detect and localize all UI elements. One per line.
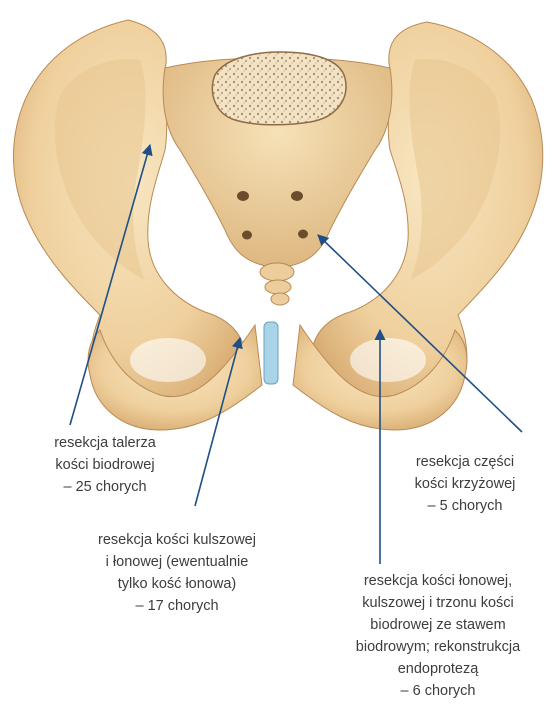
- label-line: resekcja kości kulszowej: [62, 529, 292, 551]
- label-line: kości biodrowej: [20, 454, 190, 476]
- label-line: – 25 chorych: [20, 476, 190, 498]
- left-obturator-foramen: [130, 338, 206, 382]
- vertebral-body-section: [212, 52, 346, 125]
- label-iliac-resection: resekcja talerza kości biodrowej – 25 ch…: [20, 432, 190, 498]
- label-line: resekcja kości łonowej,: [318, 570, 555, 592]
- label-line: resekcja talerza: [20, 432, 190, 454]
- coccyx: [260, 263, 294, 305]
- label-line: i łonowej (ewentualnie: [62, 551, 292, 573]
- label-line: kości krzyżowej: [390, 473, 540, 495]
- label-line: biodrowym; rekonstrukcja: [318, 636, 555, 658]
- label-pubic-ischial-iliac-resection: resekcja kości łonowej, kulszowej i trzo…: [318, 570, 555, 702]
- label-line: endoprotezą: [318, 658, 555, 680]
- label-line: kulszowej i trzonu kości: [318, 592, 555, 614]
- label-line: biodrowej ze stawem: [318, 614, 555, 636]
- right-obturator-foramen: [350, 338, 426, 382]
- label-line: tylko kość łonowa): [62, 573, 292, 595]
- label-ischium-pubic-resection: resekcja kości kulszowej i łonowej (ewen…: [62, 529, 292, 617]
- label-sacrum-resection: resekcja części kości krzyżowej – 5 chor…: [390, 451, 540, 517]
- label-line: resekcja części: [390, 451, 540, 473]
- label-line: – 5 chorych: [390, 495, 540, 517]
- label-line: – 17 chorych: [62, 595, 292, 617]
- label-line: – 6 chorych: [318, 680, 555, 702]
- pubic-symphysis: [264, 322, 278, 384]
